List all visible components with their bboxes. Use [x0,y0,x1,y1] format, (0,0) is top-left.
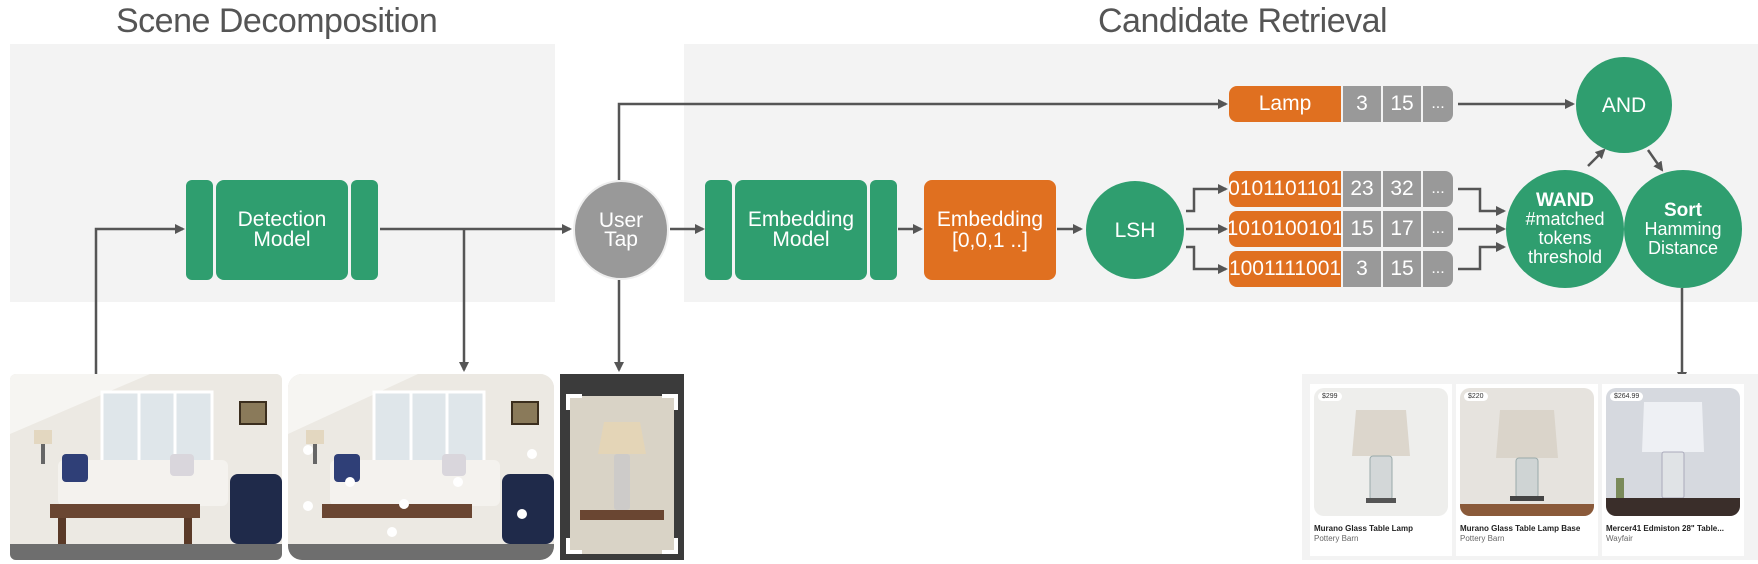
posting-value: 32 [1383,171,1421,207]
product-vendor: Pottery Barn [1460,534,1505,543]
product-image [1314,388,1448,516]
token-row-hash-2: 1010100101 15 17 ... [1227,211,1453,247]
user-tap-label: User Tap [598,209,644,251]
posting-more: ... [1423,251,1453,287]
token-row-lamp: Lamp 3 15 ... [1229,86,1453,122]
posting-value: 17 [1383,211,1421,247]
sort-node: Sort Hamming Distance [1624,170,1742,288]
product-card[interactable]: $299 Murano Glass Table Lamp Pottery Bar… [1310,384,1452,556]
token-key: 0101101101 [1228,171,1342,207]
living-room-image [10,374,282,560]
posting-more: ... [1423,86,1453,122]
detection-model-left-bar [186,180,213,280]
wand-title: WAND [1535,190,1595,211]
posting-more: ... [1423,171,1453,207]
detected-objects-image [288,374,554,560]
product-title[interactable]: Murano Glass Table Lamp [1314,524,1413,533]
embedding-model-label: Embedding Model [747,208,855,251]
living-room-photo [10,374,282,560]
product-image [1606,388,1740,516]
product-card[interactable]: $220 Murano Glass Table Lamp Base Potter… [1456,384,1598,556]
posting-more: ... [1423,211,1453,247]
product-title[interactable]: Murano Glass Table Lamp Base [1460,524,1581,533]
posting-value: 15 [1343,211,1381,247]
posting-value: 3 [1343,86,1381,122]
embedding-vector-label: Embedding [0,0,1 ..] [936,208,1044,252]
candidate-retrieval-title: Candidate Retrieval [1098,2,1388,40]
token-row-hash-3: 1001111001 3 15 ... [1229,251,1453,287]
detection-model-box: Detection Model [216,180,348,280]
tapped-crop-photo [560,374,684,560]
scene-decomposition-title: Scene Decomposition [116,2,438,40]
and-node: AND [1576,57,1672,153]
sort-subtitle: Hamming Distance [1644,218,1722,258]
posting-value: 23 [1343,171,1381,207]
wand-subtitle: #matched tokens threshold [1525,209,1605,267]
and-label: AND [1601,93,1647,117]
product-image [1460,388,1594,516]
posting-value: 15 [1383,86,1421,122]
posting-value: 15 [1383,251,1421,287]
token-row-hash-1: 0101101101 23 32 ... [1228,171,1453,207]
product-vendor: Wayfair [1606,534,1633,543]
lsh-node: LSH [1086,181,1184,279]
product-card[interactable]: $264.99 Mercer41 Edmiston 28" Table... W… [1602,384,1744,556]
product-price: $299 [1318,392,1342,401]
token-key: 1001111001 [1229,251,1341,287]
embedding-model-left-bar [705,180,732,280]
embedding-vector-box: Embedding [0,0,1 ..] [924,180,1056,280]
embedding-model-right-bar [870,180,897,280]
detection-model-label: Detection Model [237,208,327,251]
detection-model-right-bar [351,180,378,280]
lsh-label: LSH [1114,218,1156,242]
token-key: Lamp [1229,86,1341,122]
user-tap-node: User Tap [573,180,669,280]
product-price: $264.99 [1610,392,1644,401]
lamp-crop-image [560,374,684,560]
detection-output-photo [288,374,554,560]
wand-node: WAND #matched tokens threshold [1506,170,1624,288]
embedding-model-box: Embedding Model [735,180,867,280]
product-price: $220 [1464,392,1488,401]
posting-value: 3 [1343,251,1381,287]
product-title[interactable]: Mercer41 Edmiston 28" Table... [1606,524,1724,533]
sort-title: Sort [1664,199,1702,221]
product-vendor: Pottery Barn [1314,534,1359,543]
token-key: 1010100101 [1227,211,1343,247]
